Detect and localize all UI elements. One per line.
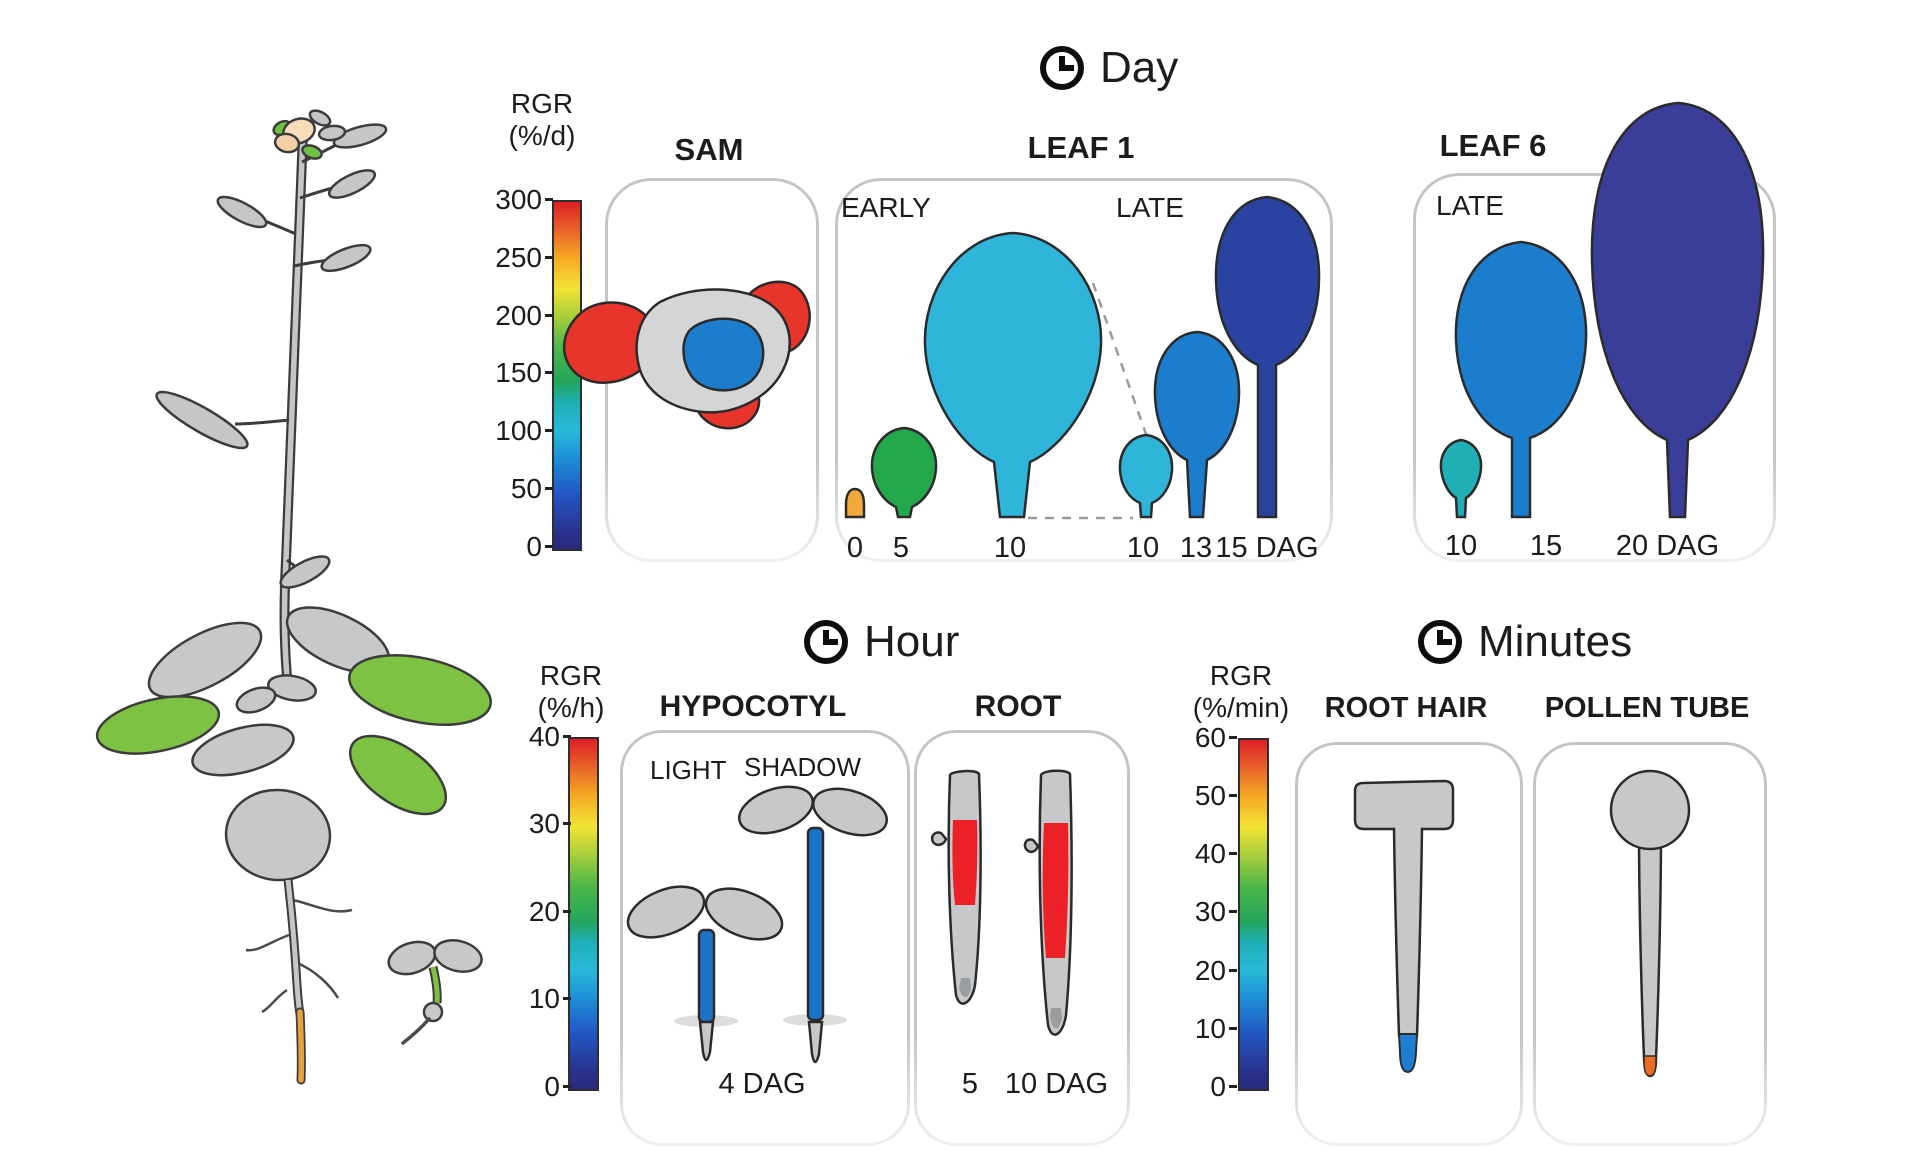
leaf6-series xyxy=(1439,101,1765,519)
leaf6-20dag xyxy=(1590,101,1765,519)
minutes-title-text: Minutes xyxy=(1478,617,1633,666)
sam-meristem-map xyxy=(563,280,811,430)
leaf1-xlabel: 10 xyxy=(993,532,1027,564)
leaf1-panel-title: LEAF 1 xyxy=(1027,130,1135,165)
minutes-tick: 10 xyxy=(1164,1014,1237,1044)
day-colorbar-label: RGR (%/d) xyxy=(508,88,576,151)
root-5dag xyxy=(930,769,982,1005)
leaf1-xlabel: 10 xyxy=(1126,532,1160,564)
clock-icon xyxy=(1040,46,1084,90)
hour-title-text: Hour xyxy=(864,617,960,666)
day-section-title: Day xyxy=(1036,42,1178,94)
leaf1-series xyxy=(844,195,1321,519)
leaf1-13dag xyxy=(1153,330,1241,519)
minutes-tick: 60 xyxy=(1164,723,1237,753)
leaf1-0dag xyxy=(844,487,866,519)
minutes-tick: 20 xyxy=(1164,956,1237,986)
pollen-tube-panel-title: POLLEN TUBE xyxy=(1544,692,1750,724)
day-tick: 0 xyxy=(470,532,553,562)
hour-tick: 40 xyxy=(498,722,571,752)
seedling xyxy=(387,939,483,1045)
root-hair-growing-tip xyxy=(1397,1033,1419,1074)
hour-tick: 20 xyxy=(498,897,571,927)
day-tick: 50 xyxy=(470,474,553,504)
leaf6-10dag xyxy=(1439,438,1483,519)
leaf6-15dag xyxy=(1454,240,1588,519)
hour-tick: 0 xyxy=(498,1072,571,1102)
magnification-dashes xyxy=(1028,282,1149,520)
minutes-tick: 50 xyxy=(1164,781,1237,811)
hypocotyl-xlabel: 4 DAG xyxy=(718,1068,806,1100)
pollen-tube-panel xyxy=(1533,742,1767,1146)
main-root xyxy=(245,879,353,1085)
leaf6-panel-title: LEAF 6 xyxy=(1439,128,1547,163)
hypocotyl-seedlings xyxy=(626,785,888,1064)
hour-section-title: Hour xyxy=(800,616,959,668)
minutes-colorbar xyxy=(1238,738,1269,1091)
leaf6-late-label: LATE xyxy=(1436,190,1504,221)
root-hair-shape xyxy=(1353,779,1455,1074)
hypocotyl-panel-title: HYPOCOTYL xyxy=(659,690,847,723)
hour-tick: 30 xyxy=(498,809,571,839)
leaf6-xlabel: 10 xyxy=(1444,530,1478,562)
leaf1-15dag xyxy=(1214,195,1321,519)
flower xyxy=(272,109,347,160)
root-series xyxy=(930,769,1073,1036)
root-xlabel: 5 xyxy=(961,1068,979,1100)
root-10dag xyxy=(1023,769,1073,1036)
day-title-text: Day xyxy=(1100,43,1179,92)
leaf1-xlabel: 5 xyxy=(892,532,910,564)
day-tick: 150 xyxy=(470,358,553,388)
hypocotyl-shadow-label: SHADOW xyxy=(744,752,861,782)
hypocotyl-light xyxy=(626,885,784,1062)
root-hair-panel-title: ROOT HAIR xyxy=(1324,692,1488,724)
leaf1-5dag xyxy=(870,426,938,519)
day-tick: 300 xyxy=(470,185,553,215)
leaf1-xlabel: 15 DAG xyxy=(1215,532,1319,564)
root-xlabel: 10 DAG xyxy=(1004,1068,1109,1100)
root-panel xyxy=(914,730,1130,1146)
leaf6-panel xyxy=(1413,173,1776,562)
rosette-leaves xyxy=(95,606,492,882)
leaf1-panel xyxy=(835,178,1333,562)
root-hair-panel xyxy=(1295,742,1523,1146)
leaf1-10dag-late xyxy=(1118,433,1174,519)
leaf1-xlabel: 0 xyxy=(846,532,864,564)
hypocotyl-panel xyxy=(620,730,910,1146)
day-tick: 200 xyxy=(470,301,553,331)
leaf1-late-label: LATE xyxy=(1116,192,1184,223)
hypocotyl-light-label: LIGHT xyxy=(650,755,727,785)
clock-icon xyxy=(1418,620,1462,664)
hour-colorbar xyxy=(568,737,599,1091)
hour-colorbar-label: RGR (%/h) xyxy=(537,660,605,723)
arabidopsis-plant-illustration xyxy=(95,109,492,1085)
sam-panel-title: SAM xyxy=(674,132,744,167)
hypocotyl-shadow xyxy=(738,785,888,1064)
pollen-tube-shape xyxy=(1609,769,1691,1078)
leaf6-xlabel: 20 DAG xyxy=(1615,530,1720,562)
day-tick: 100 xyxy=(470,416,553,446)
minutes-colorbar-label: RGR (%/min) xyxy=(1192,660,1290,723)
silique-pods xyxy=(155,123,388,589)
day-tick: 250 xyxy=(470,243,553,273)
minutes-tick: 0 xyxy=(1164,1072,1237,1102)
leaf1-xlabel: 13 xyxy=(1179,532,1213,564)
minutes-tick: 40 xyxy=(1164,839,1237,869)
leaf1-early-label: EARLY xyxy=(841,192,931,223)
hour-tick: 10 xyxy=(498,984,571,1014)
pollen-tube-growing-tip xyxy=(1643,1055,1657,1077)
clock-icon xyxy=(804,620,848,664)
leaf1-10dag-early xyxy=(923,231,1103,519)
minutes-tick: 30 xyxy=(1164,897,1237,927)
root-panel-title: ROOT xyxy=(974,690,1062,723)
leaf6-xlabel: 15 xyxy=(1529,530,1563,562)
minutes-section-title: Minutes xyxy=(1414,616,1632,668)
